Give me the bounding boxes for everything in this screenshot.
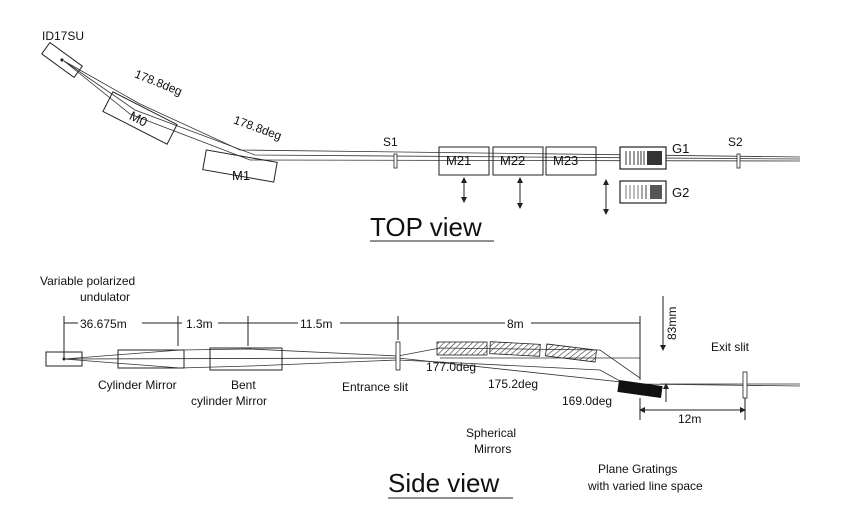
distance-2-label: 1.3m [186,317,213,331]
undulator-label-line-2: undulator [80,290,130,304]
spherical-mirrors-label-line-1: Spherical [466,426,516,440]
beam-path-1 [63,60,801,158]
mirror-m1 [202,149,278,183]
exit-slit-label: Exit slit [711,340,750,354]
distance-3-label: 11.5m [300,317,332,331]
slit-s1-label: S1 [383,135,398,149]
entrance-slit [395,341,401,371]
mirror-m22-label: M22 [500,153,525,168]
mirror-m0-label: M0 [127,108,150,130]
source-label: ID17SU [42,29,84,43]
mirror-m23-label: M23 [553,153,578,168]
cylinder-mirror [117,349,185,369]
side-beam-center [63,357,801,387]
grating-g2-label: G2 [672,185,689,200]
exit-slit [742,371,748,399]
source-undulator [41,41,83,79]
entrance-slit-label: Entrance slit [342,380,409,394]
beam-path-2 [63,60,801,160]
grating-g2 [619,180,667,204]
bent-mirror-label-line-1: Bent [231,378,256,392]
angle-2-label: 178.8deg [232,113,284,143]
bent-mirror-label-line-2: cylinder Mirror [191,394,267,408]
mirror-m1-label: M1 [232,168,250,183]
spherical-mirrors-label-line-2: Mirrors [474,442,511,456]
mirror-m23 [545,146,597,176]
mirror-m21 [438,146,490,176]
mirror-m21-label: M21 [446,153,471,168]
undulator-label-line-1: Variable polarized [40,274,135,288]
distance-4-label: 8m [507,317,524,331]
top-view: ID17SU M0 178.8deg M1 178.8deg S1 M21 M2… [41,29,801,242]
angle-b-label: 175.2deg [488,377,538,391]
offset-label: 83mm [665,307,679,340]
mirror-m0 [102,91,178,145]
angle-1-label: 178.8deg [133,67,185,99]
spherical-mirror-3 [545,343,597,363]
side-view: Variable polarized undulator 36.675m 1.3… [40,274,801,499]
beam-path-3 [63,60,801,162]
side-view-title: Side view [388,468,499,498]
plane-grating [617,379,663,399]
grating-g1 [619,146,667,170]
gratings-label-line-2: with varied line space [587,479,703,493]
top-view-title: TOP view [370,212,482,242]
spherical-mirror-1 [436,341,488,356]
slit-s2-label: S2 [728,135,743,149]
spherical-mirror-2 [489,341,541,357]
bent-cylinder-mirror [209,347,283,371]
slit-s1 [393,153,398,169]
mirror-m22 [492,146,544,176]
distance-1-label: 36.675m [80,317,127,331]
grating-g1-label: G1 [672,141,689,156]
cylinder-mirror-label: Cylinder Mirror [98,378,177,392]
slit-s2 [736,153,741,169]
gratings-label-line-1: Plane Gratings [598,462,677,476]
angle-a-label: 177.0deg [426,360,476,374]
distance-5-label: 12m [678,412,701,426]
angle-c-label: 169.0deg [562,394,612,408]
